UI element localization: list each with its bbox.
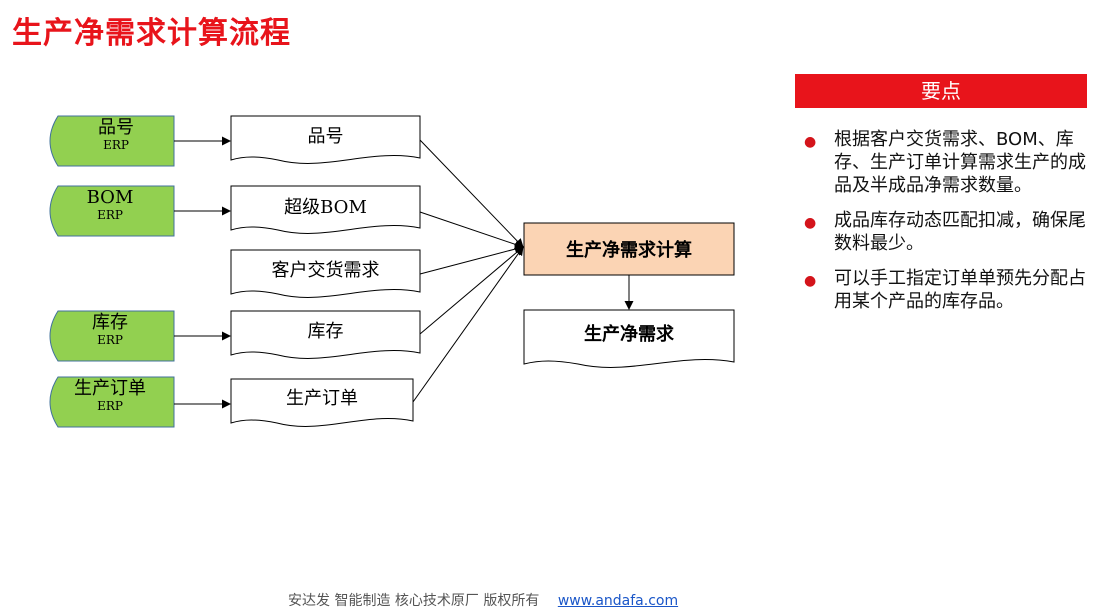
source-node-bom-text: BOM ERP (52, 187, 168, 223)
doc-label-production-order: 生产订单 (286, 388, 358, 409)
source-label: 生产订单 (74, 378, 146, 399)
flow-diagram (49, 115, 735, 428)
source-node-inventory-text: 库存 ERP (52, 312, 168, 348)
arrow-doc-item-code-to-process (419, 139, 524, 248)
source-node-production-order-text: 生产订单 ERP (52, 378, 168, 414)
source-node-item-code (49, 115, 175, 167)
keypoint-item: ● 根据客户交货需求、BOM、库存、生产订单计算需求生产的成品及半成品净需求数量。 (800, 128, 1090, 197)
source-sublabel: ERP (97, 399, 123, 413)
footer-website-link[interactable]: www.andafa.com (557, 593, 679, 609)
process-label: 生产净需求计算 (566, 240, 692, 261)
bullet-icon: ● (804, 134, 817, 150)
source-sublabel: ERP (97, 208, 123, 222)
source-node-production-order (49, 376, 175, 428)
doc-node-customer-demand (230, 249, 421, 298)
keypoint-item: ● 成品库存动态匹配扣减，确保尾数料最少。 (800, 209, 1090, 255)
source-sublabel: ERP (97, 333, 123, 347)
source-sublabel: ERP (103, 138, 129, 152)
keypoints-list: ● 根据客户交货需求、BOM、库存、生产订单计算需求生产的成品及半成品净需求数量。… (800, 128, 1090, 325)
arrow-doc-super-bom-to-process (419, 211, 524, 249)
bullet-icon: ● (804, 273, 817, 289)
process-node (523, 222, 735, 276)
doc-node-item-code (230, 115, 421, 164)
keypoint-text: 根据客户交货需求、BOM、库存、生产订单计算需求生产的成品及半成品净需求数量。 (834, 129, 1086, 196)
source-label: 品号 (98, 117, 134, 138)
source-label: BOM (86, 187, 134, 208)
arrow-doc-production-order-to-process (412, 246, 524, 403)
source-label: 库存 (92, 312, 128, 333)
arrow-doc-inventory-to-process (419, 246, 524, 335)
output-label: 生产净需求 (584, 324, 674, 345)
page-title: 生产净需求计算流程 (12, 16, 291, 51)
keypoint-text: 成品库存动态匹配扣减，确保尾数料最少。 (834, 210, 1086, 254)
doc-label-customer-demand: 客户交货需求 (271, 260, 380, 281)
output-doc-node (523, 309, 735, 368)
keypoint-item: ● 可以手工指定订单单预先分配占用某个产品的库存品。 (800, 267, 1090, 313)
doc-node-production-order (230, 378, 414, 427)
doc-node-super-bom (230, 185, 421, 234)
keypoints-header: 要点 (795, 74, 1087, 108)
doc-label-inventory: 库存 (307, 321, 344, 342)
arrow-doc-customer-demand-to-process (419, 244, 524, 275)
keypoint-text: 可以手工指定订单单预先分配占用某个产品的库存品。 (834, 268, 1086, 312)
source-node-inventory (49, 310, 175, 362)
source-node-bom (49, 185, 175, 237)
footer-text: 安达发 智能制造 核心技术原厂 版权所有 (288, 593, 540, 609)
bullet-icon: ● (804, 215, 817, 231)
source-node-item-code-text: 品号 ERP (58, 117, 174, 153)
footer: 安达发 智能制造 核心技术原厂 版权所有 www.andafa.com (288, 590, 678, 610)
doc-label-super-bom: 超级BOM (284, 197, 367, 218)
doc-node-inventory (230, 310, 421, 359)
doc-label-item-code: 品号 (307, 126, 344, 147)
